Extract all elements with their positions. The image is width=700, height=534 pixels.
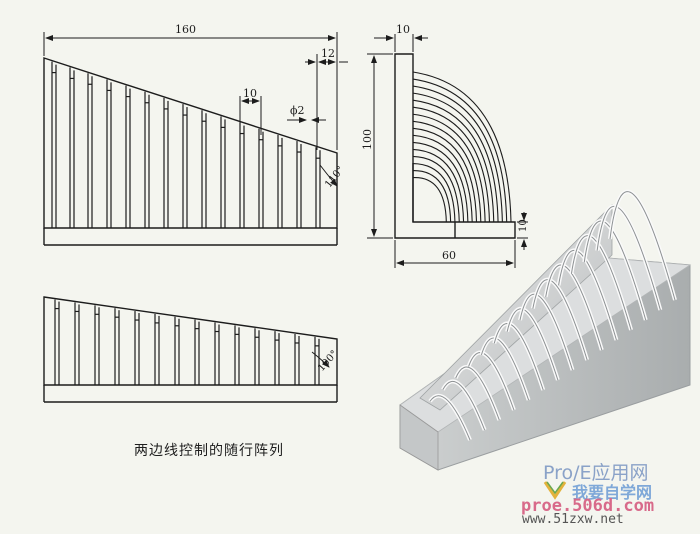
arc-rib <box>412 177 447 223</box>
arc-rib <box>412 71 512 223</box>
arc-rib-3d-edge <box>583 220 647 321</box>
arc-rib <box>412 162 456 223</box>
arc-rib-3d-edge <box>519 293 573 371</box>
arc-rib-3d-edge <box>468 352 515 411</box>
arc-rib <box>412 106 490 223</box>
arc-rib-3d-edge <box>596 205 661 311</box>
arc-rib-3d-edge <box>455 366 500 421</box>
isometric-3d-model <box>399 189 692 471</box>
arc-rib <box>412 120 482 223</box>
front-view-bottom-outline <box>43 296 338 386</box>
angle-110-label: 110° <box>323 164 347 190</box>
angle-100 <box>311 351 330 368</box>
dimension-side-10 <box>374 34 428 52</box>
rib-group-bottom <box>54 299 320 385</box>
dimension-side-100 <box>367 53 393 239</box>
arc-rib-3d-edge <box>506 308 559 381</box>
arc-ribs <box>412 71 512 223</box>
arc-rib <box>412 85 503 223</box>
arc-rib <box>412 99 495 223</box>
arc-rib <box>412 170 452 223</box>
dim-side-100-label: 100 <box>361 129 374 150</box>
dim-160-label: 160 <box>175 23 196 36</box>
figure-caption: 两边线控制的随行阵列 <box>134 443 284 459</box>
arc-rib <box>412 78 508 223</box>
arc-rib <box>412 92 499 223</box>
dimension-12 <box>305 54 348 150</box>
arc-rib <box>412 141 469 223</box>
dimension-side-foot-10 <box>517 212 528 250</box>
arc-rib <box>412 134 473 223</box>
dim-side-foot-label: 10 <box>518 219 529 232</box>
dimension-side-60 <box>394 240 516 268</box>
dim-pitch-label: 10 <box>243 87 257 100</box>
arc-rib <box>412 127 478 223</box>
angle-110 <box>319 164 338 187</box>
dimension-160 <box>43 32 338 150</box>
watermark-logo-icon <box>543 481 567 500</box>
dim-12-label: 12 <box>321 47 335 60</box>
dim-diameter-label: ϕ2 <box>290 104 305 117</box>
dim-side-60-label: 60 <box>442 249 456 262</box>
arc-rib-3d-edge <box>480 337 530 401</box>
arc-ribs-3d <box>428 189 677 441</box>
arc-rib-3d-edge <box>558 250 617 341</box>
arc-rib-3d-edge <box>493 323 544 391</box>
arc-rib <box>412 148 465 223</box>
arc-rib-3d-edge <box>442 380 486 431</box>
rib-group-top <box>51 61 321 228</box>
arc-rib-3d-edge <box>545 264 603 351</box>
side-view <box>394 53 516 239</box>
watermark-site-name: Pro/E应用网 <box>543 462 649 484</box>
watermark-url: proe.506d.com <box>521 496 655 516</box>
front-view-top <box>43 57 338 246</box>
arc-rib-3d-edge <box>429 395 471 441</box>
watermark-url-secondary: www.51zxw.net <box>522 512 624 527</box>
arc-rib <box>412 113 486 223</box>
dimension-pitch-10 <box>239 96 262 135</box>
front-view-bottom <box>43 296 338 403</box>
dim-side-10-label: 10 <box>396 23 410 36</box>
side-view-outline <box>394 53 516 239</box>
watermark-site-tagline: 我要自学网 <box>572 483 653 502</box>
arc-rib-3d-edge <box>570 235 632 331</box>
arc-rib <box>412 155 460 223</box>
arc-rib-3d-edge <box>609 191 676 301</box>
arc-rib-3d-edge <box>532 279 588 361</box>
